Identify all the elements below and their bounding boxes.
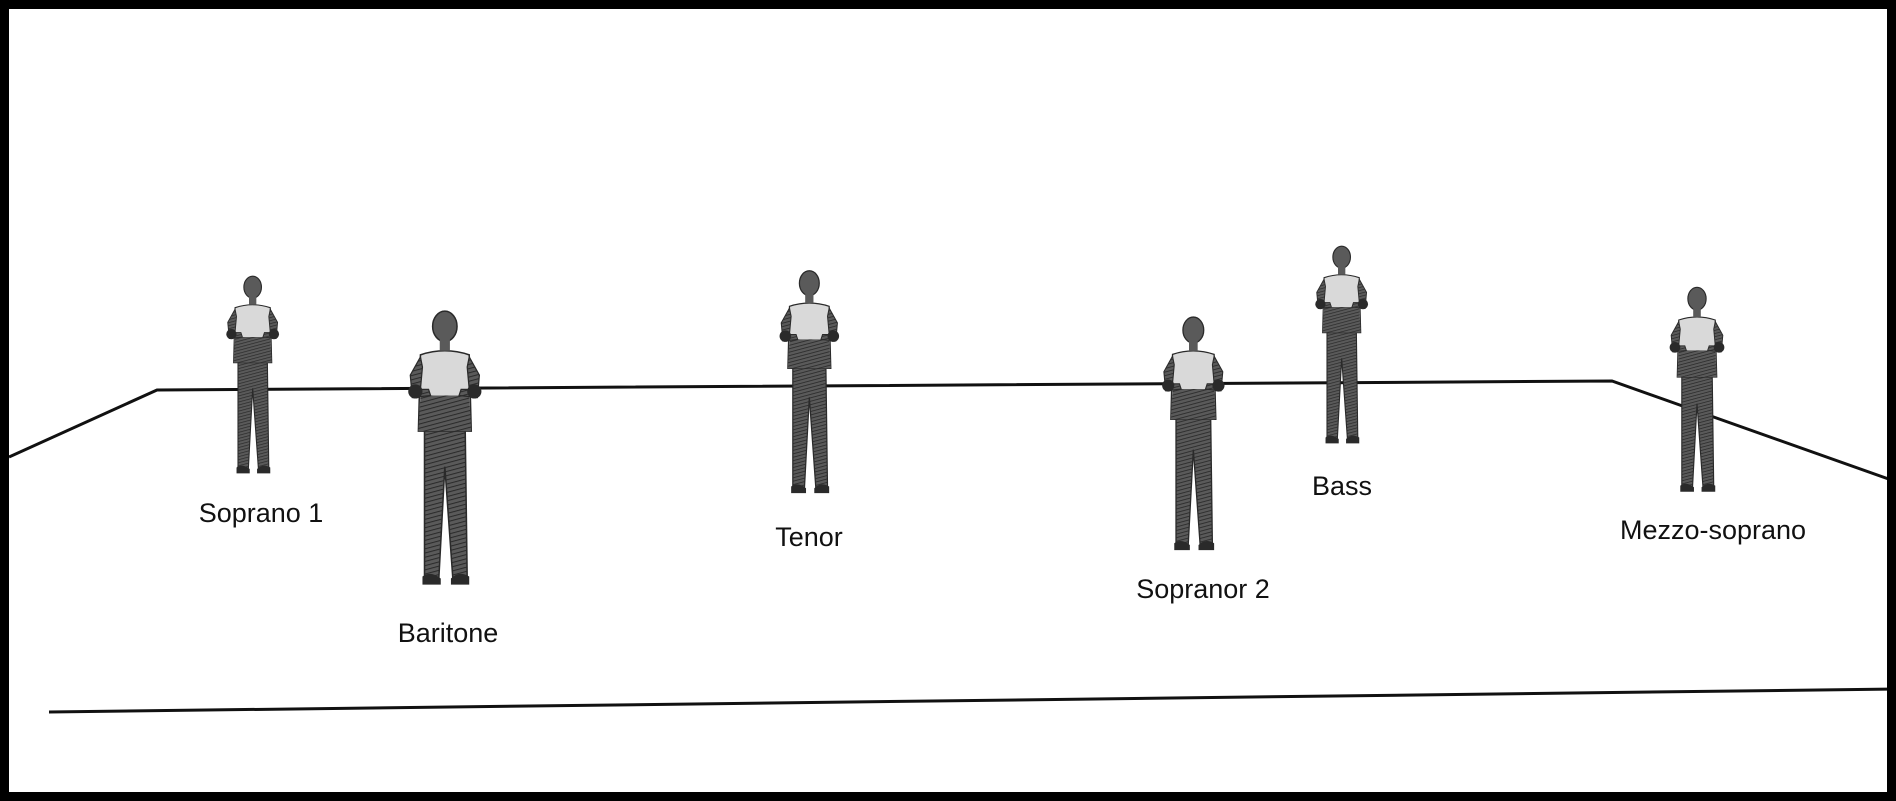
figure-baritone [394, 304, 496, 614]
figure-neck [805, 293, 813, 303]
figure-left-hand [779, 330, 791, 342]
figure-mezzo-soprano [1659, 282, 1735, 515]
figure-neck [249, 296, 256, 305]
figure-torso-shade [1323, 307, 1361, 333]
figure-left-hand [1162, 379, 1174, 391]
figure-right-hand [1358, 299, 1368, 309]
figure-legs [792, 364, 827, 490]
label-bass: Bass [1312, 473, 1372, 500]
figure-right-hand [467, 384, 481, 398]
figure-soprano-1 [216, 271, 289, 496]
figure-right-hand [827, 330, 839, 342]
figure-torso-shade [234, 337, 272, 363]
figure-head [244, 276, 262, 298]
figure-neck [1693, 308, 1701, 317]
figure-sopranor-2 [1150, 311, 1237, 576]
figure-legs [1327, 329, 1358, 440]
figure-right-hand [1714, 342, 1725, 353]
figure-head [1333, 246, 1351, 268]
stage-drawing [9, 9, 1896, 801]
figure-torso-shade [787, 339, 830, 368]
figure-legs [238, 359, 269, 470]
figure-right-hand [1212, 379, 1224, 391]
label-sopranor-2: Sopranor 2 [1136, 576, 1270, 603]
figure-neck [440, 339, 450, 351]
figure-right-hand [269, 329, 279, 339]
figure-left-hand [1316, 299, 1326, 309]
figure-legs [1176, 415, 1212, 547]
figure-legs [1682, 373, 1714, 489]
figure-head [799, 271, 819, 296]
figure-torso-shade [1677, 350, 1717, 377]
figure-left-hand [227, 329, 237, 339]
figure-tenor [768, 265, 851, 518]
figure-torso-shade [419, 396, 472, 432]
label-tenor: Tenor [775, 524, 843, 551]
figure-left-hand [1670, 342, 1681, 353]
figure-left-hand [408, 384, 422, 398]
stage-back-edge [9, 381, 1896, 482]
figure-torso-shade [1170, 389, 1215, 419]
figure-legs [425, 426, 468, 581]
figure-neck [1338, 266, 1345, 275]
label-mezzo-soprano: Mezzo-soprano [1620, 517, 1806, 544]
figure-head [433, 311, 457, 341]
stage-front-edge [49, 689, 1896, 712]
label-soprano-1: Soprano 1 [199, 500, 324, 527]
figure-head [1183, 317, 1204, 343]
figure-head [1688, 287, 1706, 310]
figure-neck [1189, 340, 1198, 350]
figure-bass [1305, 241, 1378, 466]
label-baritone: Baritone [398, 620, 499, 647]
